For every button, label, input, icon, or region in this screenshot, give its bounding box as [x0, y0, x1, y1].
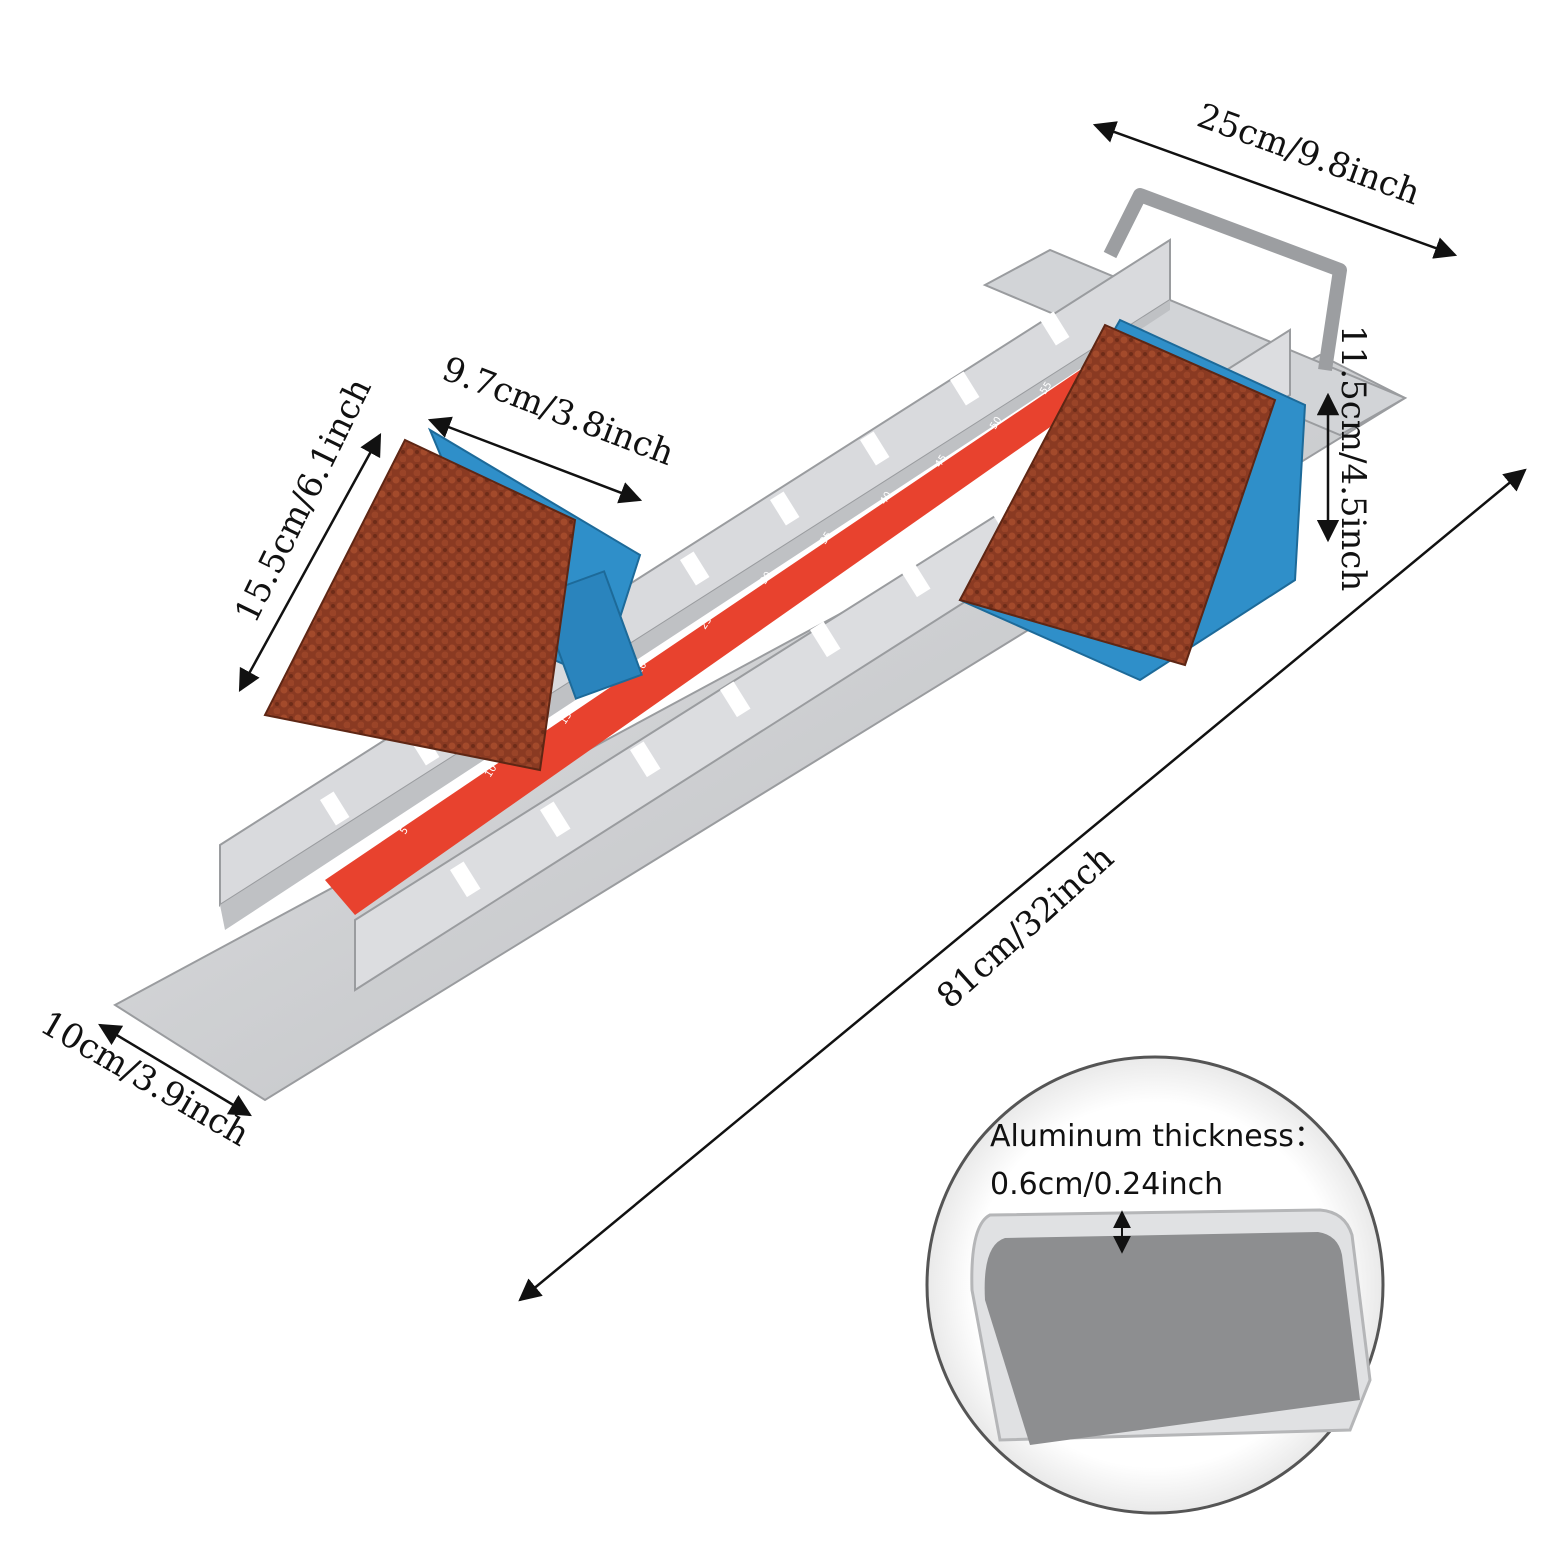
height-block-label: 11.5cm/4.5inch — [1333, 325, 1373, 591]
thickness-inset: Aluminum thickness： 0.6cm/0.24inch — [925, 1055, 1385, 1515]
inset-label-line2: 0.6cm/0.24inch — [990, 1167, 1223, 1202]
plate-face — [984, 1232, 1360, 1445]
width-top-label: 25cm/9.8inch — [1192, 96, 1425, 214]
rail-length-label: 81cm/32inch — [929, 838, 1121, 1017]
dimension-arrows — [98, 121, 1527, 1302]
pedal-length-arrow — [238, 433, 382, 692]
scale-tick: 5 — [398, 825, 411, 836]
width-top-arrow — [1092, 121, 1458, 259]
base-width-arrow — [98, 1023, 252, 1117]
rail-length-arrow — [518, 468, 1527, 1302]
inset-label-line1: Aluminum thickness： — [990, 1119, 1324, 1154]
